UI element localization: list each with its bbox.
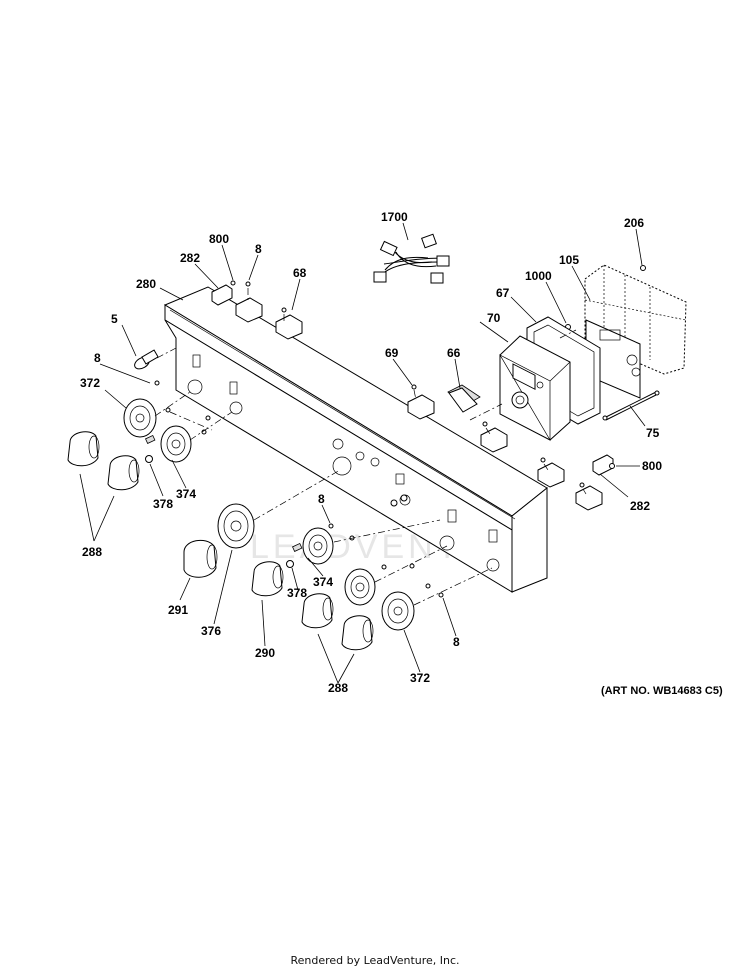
washer-378-right[interactable] xyxy=(286,560,294,568)
knob-288-left-lower[interactable] xyxy=(107,455,140,491)
screw-206[interactable] xyxy=(640,265,646,271)
leader-lines xyxy=(79,222,646,684)
overlay-66[interactable] xyxy=(447,384,481,413)
label-282-top: 282 xyxy=(180,251,200,265)
bezel-mid-right[interactable] xyxy=(344,568,376,606)
label-374-right: 374 xyxy=(313,575,333,589)
label-288-right: 288 xyxy=(328,681,348,695)
label-800-top: 800 xyxy=(209,232,229,246)
alignment-lines xyxy=(154,288,587,606)
label-8-mid: 8 xyxy=(318,492,325,506)
label-70: 70 xyxy=(487,311,501,325)
knob-288-right-upper[interactable] xyxy=(301,593,334,629)
label-291: 291 xyxy=(168,603,188,617)
bracket-68-lower[interactable] xyxy=(275,314,303,340)
clip-374-right[interactable] xyxy=(291,542,303,552)
part-labels: 1700 206 800 8 282 68 280 1000 105 67 5 … xyxy=(80,210,662,695)
label-66: 66 xyxy=(447,346,461,360)
knob-288-right-lower[interactable] xyxy=(341,615,374,651)
knob-288-left-upper[interactable] xyxy=(67,431,100,467)
bracket-69[interactable] xyxy=(407,394,435,420)
knob-290[interactable] xyxy=(251,561,284,597)
label-68: 68 xyxy=(293,266,307,280)
clip-374-left[interactable] xyxy=(144,434,156,444)
bracket-68-upper[interactable] xyxy=(235,297,263,323)
wire-harness-1700[interactable] xyxy=(373,233,450,284)
label-376: 376 xyxy=(201,624,221,638)
screws-8[interactable] xyxy=(154,280,615,598)
label-5: 5 xyxy=(111,312,118,326)
label-206: 206 xyxy=(624,216,644,230)
label-290: 290 xyxy=(255,646,275,660)
label-8-left: 8 xyxy=(94,351,101,365)
label-378-left: 378 xyxy=(153,497,173,511)
bezel-376[interactable] xyxy=(217,503,255,549)
switch-5[interactable] xyxy=(133,349,159,371)
bezel-374-left[interactable] xyxy=(160,425,192,463)
knob-291[interactable] xyxy=(183,539,218,578)
label-372-right: 372 xyxy=(410,671,430,685)
label-105: 105 xyxy=(559,253,579,267)
bezel-372-right[interactable] xyxy=(381,591,415,631)
bezel-374-right[interactable] xyxy=(302,527,334,565)
label-800-right: 800 xyxy=(642,459,662,473)
art-number: (ART NO. WB14683 C5) xyxy=(601,685,723,697)
bracket-right-lower[interactable] xyxy=(575,485,603,511)
bracket-282-left[interactable] xyxy=(211,284,233,306)
label-288-left: 288 xyxy=(82,545,102,559)
label-1000: 1000 xyxy=(525,269,552,283)
label-1700: 1700 xyxy=(381,210,408,224)
label-282-right: 282 xyxy=(630,499,650,513)
label-8-top: 8 xyxy=(255,242,262,256)
cable-75[interactable] xyxy=(602,390,660,421)
control-panel-280[interactable] xyxy=(163,286,548,593)
label-75: 75 xyxy=(646,426,660,440)
clock-timer-70[interactable] xyxy=(499,335,571,442)
footer-credit: Rendered by LeadVenture, Inc. xyxy=(290,954,460,967)
label-8-right: 8 xyxy=(453,635,460,649)
label-69: 69 xyxy=(385,346,399,360)
label-378-right: 378 xyxy=(287,586,307,600)
label-280: 280 xyxy=(136,277,156,291)
bezel-372-left[interactable] xyxy=(123,398,157,438)
label-374-left: 374 xyxy=(176,487,196,501)
bracket-right-upper[interactable] xyxy=(537,462,565,488)
bracket-center[interactable] xyxy=(480,427,508,453)
label-372-left: 372 xyxy=(80,376,100,390)
label-67: 67 xyxy=(496,286,510,300)
washer-378-left[interactable] xyxy=(145,455,153,463)
